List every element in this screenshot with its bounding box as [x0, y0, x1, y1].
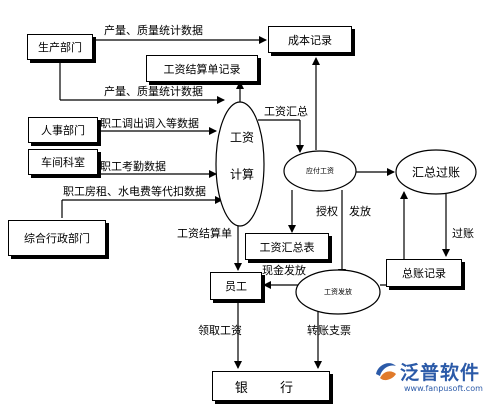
hr-dept-box: 人事部门	[28, 117, 98, 143]
label-staff-transfer: 职工调出调入等数据	[100, 117, 199, 130]
label-deductions: 职工房租、水电费等代扣数据	[63, 185, 206, 198]
summary-posting-label: 汇总过账	[411, 165, 461, 180]
label-authorize: 授权	[316, 205, 338, 218]
payable-wages-ellipse	[283, 150, 357, 192]
logo-url: www.fanpusoft.com	[404, 384, 483, 393]
label-wage-statement: 工资结算单	[177, 227, 232, 240]
workshop-office-box: 车间科室	[28, 149, 98, 175]
wage-calc-label-2: 计算	[229, 167, 255, 182]
employee-box: 员工	[210, 272, 262, 300]
wage-calc-ellipse	[215, 101, 265, 227]
label-wage-summary: 工资汇总	[264, 105, 308, 118]
wage-calc-label-1: 工资	[229, 130, 255, 145]
label-collect-wages: 领取工资	[198, 324, 242, 337]
logo-name: 泛普软件	[400, 362, 481, 384]
logo-mark-icon	[376, 363, 396, 381]
label-prod-stats-top: 产量、质量统计数据	[104, 24, 203, 37]
wage-payment-label: 工资发放	[324, 288, 352, 296]
brand-logo: 泛普软件 www.fanpusoft.com	[370, 356, 496, 404]
admin-dept-box: 综合行政部门	[8, 220, 106, 256]
label-cash-payment: 现金发放	[262, 264, 306, 277]
summary-posting-ellipse	[395, 149, 477, 195]
bank-box: 银 行	[212, 371, 330, 401]
ledger-record-box: 总账记录	[386, 259, 462, 287]
production-dept-box: 生产部门	[27, 34, 93, 60]
label-posting: 过账	[452, 227, 474, 240]
payroll-statement-box: 工资结算单记录	[146, 55, 258, 82]
wage-payment-ellipse	[295, 269, 381, 315]
cost-record-box: 成本记录	[268, 26, 352, 53]
label-issue: 发放	[349, 205, 371, 218]
payroll-summary-table-box: 工资汇总表	[245, 233, 329, 260]
payable-wages-label: 应付工资	[306, 167, 334, 175]
label-attendance: 职工考勤数据	[100, 160, 166, 173]
label-transfer-cheque: 转账支票	[307, 324, 351, 337]
label-prod-stats-mid: 产量、质量统计数据	[104, 85, 203, 98]
